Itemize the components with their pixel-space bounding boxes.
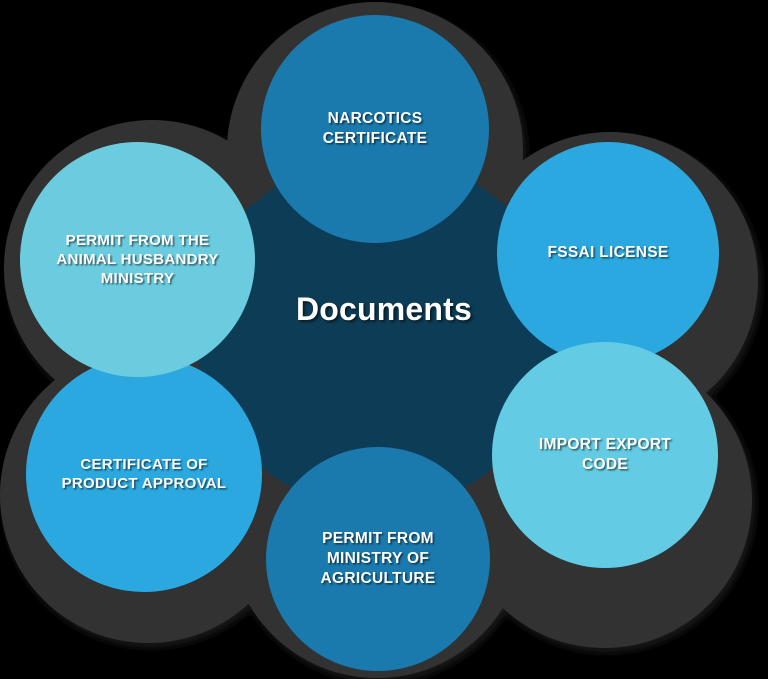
node-permit-animal-husbandry[interactable]: PERMIT FROM THE ANIMAL HUSBANDRY MINISTR… — [20, 142, 255, 377]
node-import-export-code[interactable]: IMPORT EXPORT CODE — [492, 342, 718, 568]
node-label-certificate-product-approval: CERTIFICATE OF PRODUCT APPROVAL — [61, 455, 227, 492]
node-label-narcotics-certificate: NARCOTICS CERTIFICATE — [322, 110, 428, 147]
node-label-permit-animal-husbandry: PERMIT FROM THE ANIMAL HUSBANDRY MINISTR… — [56, 231, 219, 288]
node-label-fssai-license: FSSAI LICENSE — [547, 244, 669, 262]
node-label-permit-ministry-agriculture: PERMIT FROM MINISTRY OF AGRICULTURE — [320, 530, 436, 587]
hub-title: Documents — [295, 291, 473, 327]
node-fssai-license[interactable]: FSSAI LICENSE — [497, 142, 719, 364]
node-label-import-export-code: IMPORT EXPORT CODE — [538, 436, 672, 473]
node-narcotics-certificate[interactable]: NARCOTICS CERTIFICATE — [261, 15, 489, 243]
node-permit-ministry-agriculture[interactable]: PERMIT FROM MINISTRY OF AGRICULTURE — [266, 447, 490, 671]
node-certificate-product-approval[interactable]: CERTIFICATE OF PRODUCT APPROVAL — [26, 356, 262, 592]
